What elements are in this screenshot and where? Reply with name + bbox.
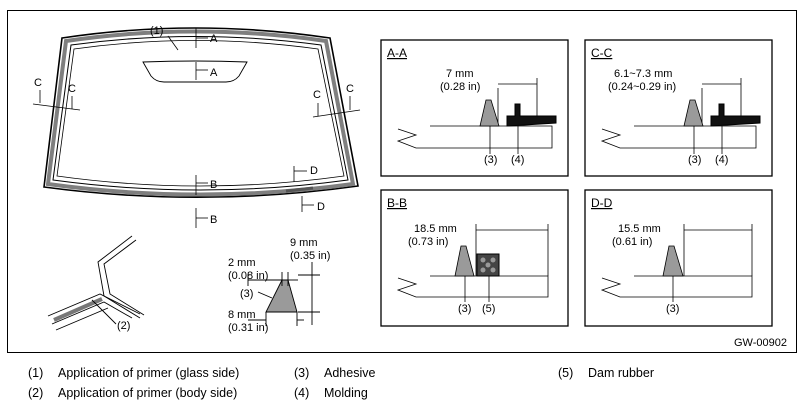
panel-b-b-dim-in: (0.73 in) xyxy=(408,236,448,248)
adhesive-profile-shape xyxy=(265,279,298,313)
profile-base-width-in: (0.31 in) xyxy=(228,322,268,334)
panel-c-c-title: C-C xyxy=(591,46,613,60)
profile-top-width-mm: 2 mm xyxy=(228,257,256,269)
panel-b-b-callout-3: (3) xyxy=(458,303,471,315)
section-letter-d-upper: D xyxy=(310,165,318,177)
panel-d-d-dim: 15.5 mm xyxy=(618,223,661,235)
windshield-primer-band xyxy=(45,29,356,197)
legend-item-1-num: (1) xyxy=(28,366,44,380)
adhesive-profile-detail xyxy=(247,262,320,326)
section-letter-d-lower: D xyxy=(317,201,325,213)
body-primer-detail xyxy=(47,235,145,331)
panel-a-a-dim-in: (0.28 in) xyxy=(440,81,480,93)
windshield-front-view xyxy=(43,27,359,199)
profile-base-width-mm: 8 mm xyxy=(228,309,256,321)
legend-item-3-text: Adhesive xyxy=(324,366,376,380)
panel-c-c-dim: 6.1~7.3 mm xyxy=(614,68,672,80)
figure-id: GW-00902 xyxy=(734,337,787,349)
legend-item-2-text: Application of primer (body side) xyxy=(58,386,238,400)
callout-1-label: (1) xyxy=(150,25,163,37)
panel-a-a-callout-3: (3) xyxy=(484,154,497,166)
section-letter-b-upper: B xyxy=(210,179,217,191)
panel-d-d-title: D-D xyxy=(591,196,613,210)
body-primer-strip xyxy=(53,297,103,322)
legend-item-4: (4) Molding xyxy=(294,386,368,400)
windshield-inner-edge xyxy=(52,36,349,191)
section-letter-labels: A A B B C C C C D D (1) xyxy=(34,25,354,226)
panel-c-c: C-C 6.1~7.3 mm (0.24~0.29 in) (3) (4) xyxy=(584,39,773,177)
legend-item-1-text: Application of primer (glass side) xyxy=(58,366,240,380)
primer-strip-lower-right xyxy=(285,186,314,193)
legend-item-4-text: Molding xyxy=(324,386,368,400)
panel-d-d: D-D 15.5 mm (0.61 in) (3) xyxy=(584,189,773,327)
section-letter-a-mid: A xyxy=(210,67,218,79)
panel-c-c-dim-in: (0.24~0.29 in) xyxy=(608,81,676,93)
panel-a-a-callout-4: (4) xyxy=(511,154,524,166)
profile-callout-3: (3) xyxy=(240,288,253,300)
panel-b-b-title: B-B xyxy=(387,196,407,210)
section-letter-b-lower: B xyxy=(210,214,217,226)
legend-item-3: (3) Adhesive xyxy=(294,366,375,380)
legend-item-5-text: Dam rubber xyxy=(588,366,654,380)
legend-item-1: (1) Application of primer (glass side) xyxy=(28,366,239,380)
legend-item-5: (5) Dam rubber xyxy=(558,366,654,380)
callout-2-label: (2) xyxy=(117,320,130,332)
rear-view-mirror-cutout xyxy=(142,60,248,83)
panel-d-d-callout-3: (3) xyxy=(666,303,679,315)
profile-height-mm: 9 mm xyxy=(290,237,318,249)
figure-frame xyxy=(7,10,797,353)
legend-item-5-num: (5) xyxy=(558,366,574,380)
legend-item-2: (2) Application of primer (body side) xyxy=(28,386,237,400)
legend-item-3-num: (3) xyxy=(294,366,310,380)
panel-b-b-callout-5: (5) xyxy=(482,303,495,315)
section-markers xyxy=(32,28,361,228)
panel-b-b-dim: 18.5 mm xyxy=(414,223,457,235)
profile-top-width-in: (0.08 in) xyxy=(228,270,268,282)
profile-height-in: (0.35 in) xyxy=(290,250,330,262)
adhesive-profile-labels: 9 mm (0.35 in) 2 mm (0.08 in) (3) 8 mm (… xyxy=(228,237,330,334)
windshield-outer-molding xyxy=(43,27,359,199)
panel-a-a-dim: 7 mm xyxy=(446,68,474,80)
panel-a-a-title: A-A xyxy=(387,46,407,60)
panel-c-c-callout-3: (3) xyxy=(688,154,701,166)
panel-b-b: B-B 18.5 mm (0.73 in) (3) (5) xyxy=(380,189,569,327)
panel-d-d-dim-in: (0.61 in) xyxy=(612,236,652,248)
panel-a-a: A-A 7 mm (0.28 in) (3) (4) xyxy=(380,39,569,177)
legend-item-4-num: (4) xyxy=(294,386,310,400)
windshield-glass-edge xyxy=(56,40,345,187)
section-letter-c-left-outer: C xyxy=(34,77,42,89)
section-letter-a-top: A xyxy=(210,33,218,45)
section-letter-c-left-inner: C xyxy=(68,83,76,95)
section-letter-c-right-inner: C xyxy=(313,89,321,101)
panel-c-c-callout-4: (4) xyxy=(715,154,728,166)
section-letter-c-right-outer: C xyxy=(346,83,354,95)
legend-item-2-num: (2) xyxy=(28,386,44,400)
